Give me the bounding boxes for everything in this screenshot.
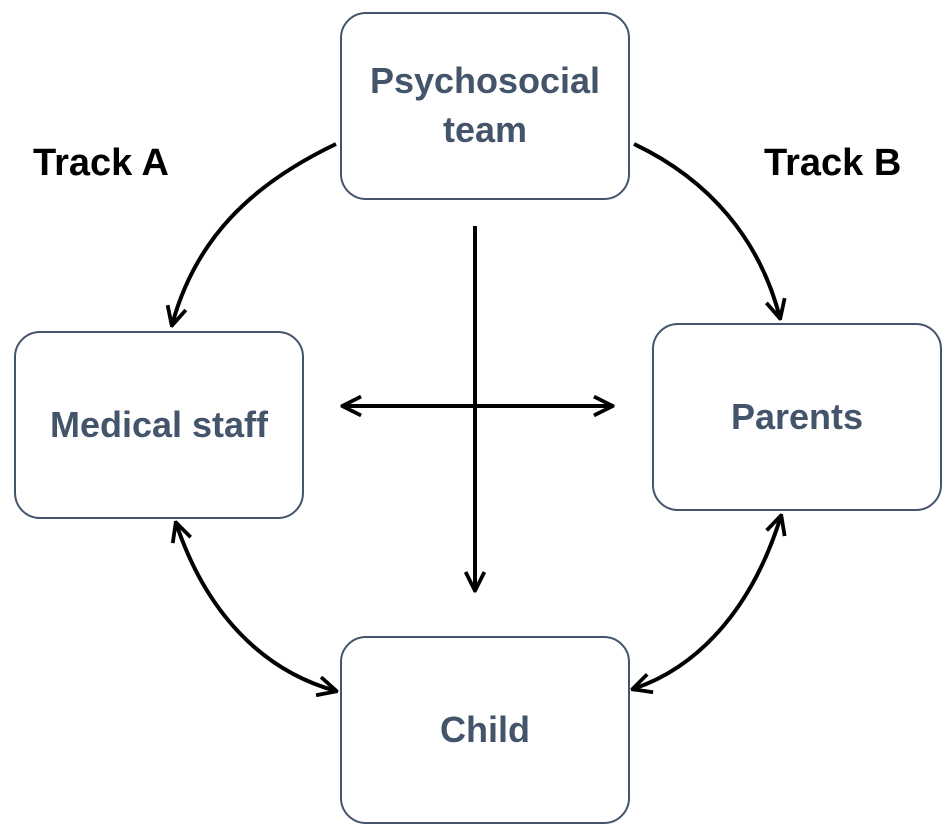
track-b-label: Track B [764,142,902,184]
node-parents: Parents [652,323,942,511]
arrow-medical-child [176,523,336,691]
node-child: Child [340,636,630,824]
arrow-parents-child [633,516,781,689]
arrow-psychosocial-to-medical [172,142,337,325]
arrow-psychosocial-to-parents [633,142,780,318]
node-psychosocial-label: Psychosocial team [369,60,601,150]
node-parents-label: Parents [730,395,864,437]
node-medical-staff: Medical staff [14,331,304,519]
node-psychosocial-team: Psychosocial team [340,12,630,200]
node-child-label: Child [440,708,530,750]
track-a-label: Track A [33,142,169,184]
node-medical-label: Medical staff [49,403,269,445]
